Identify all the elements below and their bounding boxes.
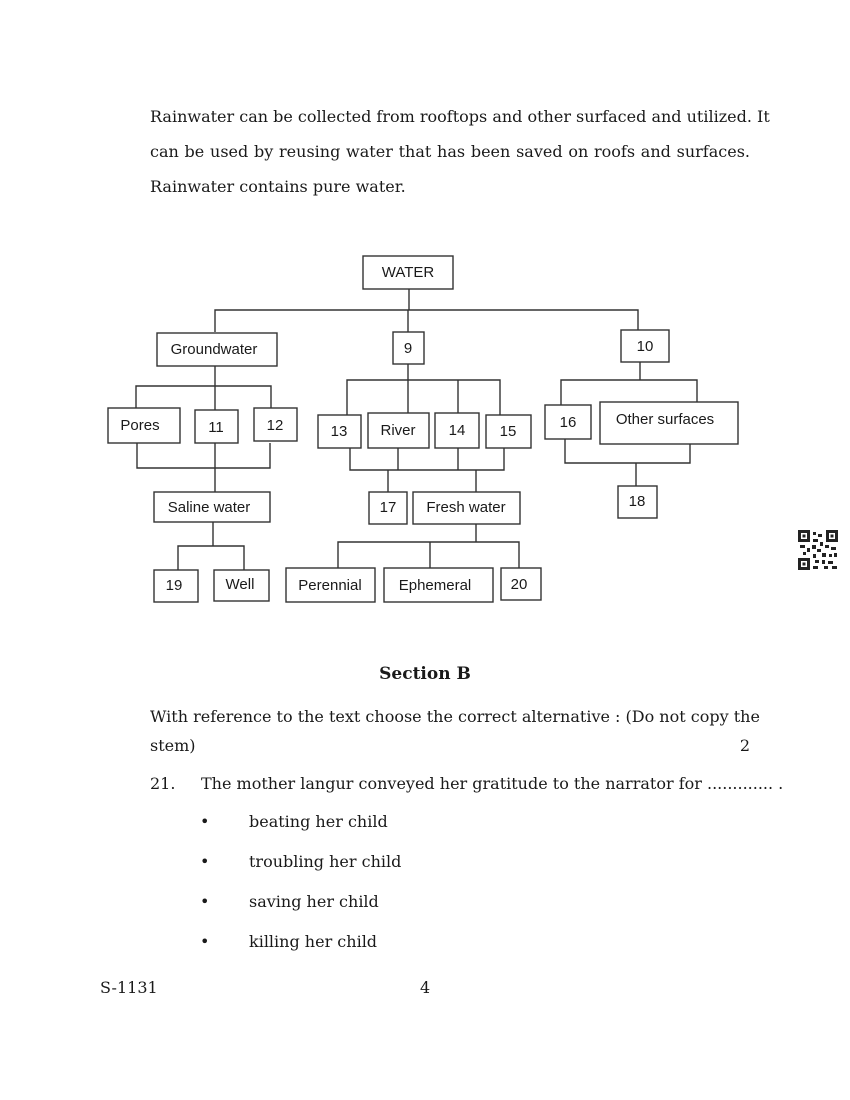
node-label: 16 — [560, 414, 577, 431]
node-river: River — [367, 412, 430, 449]
qr-code-icon — [798, 530, 838, 570]
paper-code: S-1131 — [100, 978, 158, 997]
bullet-icon: • — [200, 932, 210, 951]
node-15: 15 — [485, 414, 532, 449]
node-label: 15 — [500, 423, 517, 440]
node-label: WATER — [382, 264, 435, 281]
paragraph-line: Rainwater contains pure water. — [150, 177, 406, 196]
node-label: Well — [226, 576, 255, 593]
marks-value: 2 — [739, 736, 750, 755]
node-pores: Pores — [107, 407, 181, 444]
node-label: Other surfaces — [616, 411, 714, 428]
intro-paragraph: Rainwater can be collected from rooftops… — [150, 99, 770, 204]
node-label: River — [380, 422, 415, 439]
node-18: 18 — [617, 485, 658, 519]
section-b-title: Section B — [379, 664, 471, 684]
node-label: 12 — [267, 417, 284, 434]
node-ephemeral: Ephemeral — [383, 567, 494, 603]
instruction-line-2: stem) 2 — [150, 731, 750, 760]
node-label: 9 — [404, 340, 412, 357]
node-label: 20 — [511, 576, 528, 593]
node-label: 11 — [208, 419, 224, 436]
node-20: 20 — [500, 567, 542, 601]
node-12: 12 — [253, 407, 298, 442]
node-other-surfaces: Other surfaces — [599, 401, 739, 445]
node-label: 18 — [629, 493, 646, 510]
node-label: 13 — [331, 423, 348, 440]
node-water: WATER — [362, 255, 454, 290]
question-text: The mother langur conveyed her gratitude… — [201, 774, 784, 793]
node-label: Perennial — [298, 577, 361, 594]
bullet-icon: • — [200, 892, 210, 911]
node-label: Fresh water — [426, 499, 505, 516]
node-label: 17 — [380, 499, 397, 516]
node-label: Saline water — [168, 499, 251, 516]
bullet-icon: • — [200, 852, 210, 871]
instruction-stem: stem) — [150, 736, 196, 755]
node-label: 19 — [166, 577, 183, 594]
node-9: 9 — [392, 331, 425, 365]
node-label: 14 — [449, 422, 466, 439]
node-fresh-water: Fresh water — [412, 491, 521, 525]
node-label: 10 — [637, 338, 654, 355]
paragraph-line: Rainwater can be collected from rooftops… — [150, 107, 770, 126]
question-number: 21. — [150, 774, 176, 793]
diagram-connectors — [135, 289, 698, 570]
section-b-instruction: With reference to the text choose the co… — [150, 702, 760, 760]
option-text: troubling her child — [249, 852, 402, 871]
option-text: killing her child — [249, 932, 378, 951]
node-label: Ephemeral — [399, 577, 472, 594]
node-groundwater: Groundwater — [156, 332, 278, 367]
bullet-icon: • — [200, 812, 210, 831]
node-16: 16 — [544, 404, 592, 440]
node-well: Well — [213, 569, 270, 602]
node-19: 19 — [153, 569, 199, 603]
option-text: beating her child — [249, 812, 388, 831]
option-text: saving her child — [249, 892, 379, 911]
page-number: 4 — [420, 978, 431, 997]
node-14: 14 — [434, 412, 480, 449]
node-label: Pores — [120, 417, 159, 434]
node-17: 17 — [368, 491, 408, 525]
node-perennial: Perennial — [285, 567, 376, 603]
node-11: 11 — [194, 409, 239, 444]
node-label: Groundwater — [171, 341, 258, 358]
node-saline-water: Saline water — [153, 491, 271, 523]
node-13: 13 — [317, 414, 362, 449]
instruction-line: With reference to the text choose the co… — [150, 707, 760, 726]
node-10: 10 — [620, 329, 670, 363]
paragraph-line: can be used by reusing water that has be… — [150, 142, 750, 161]
